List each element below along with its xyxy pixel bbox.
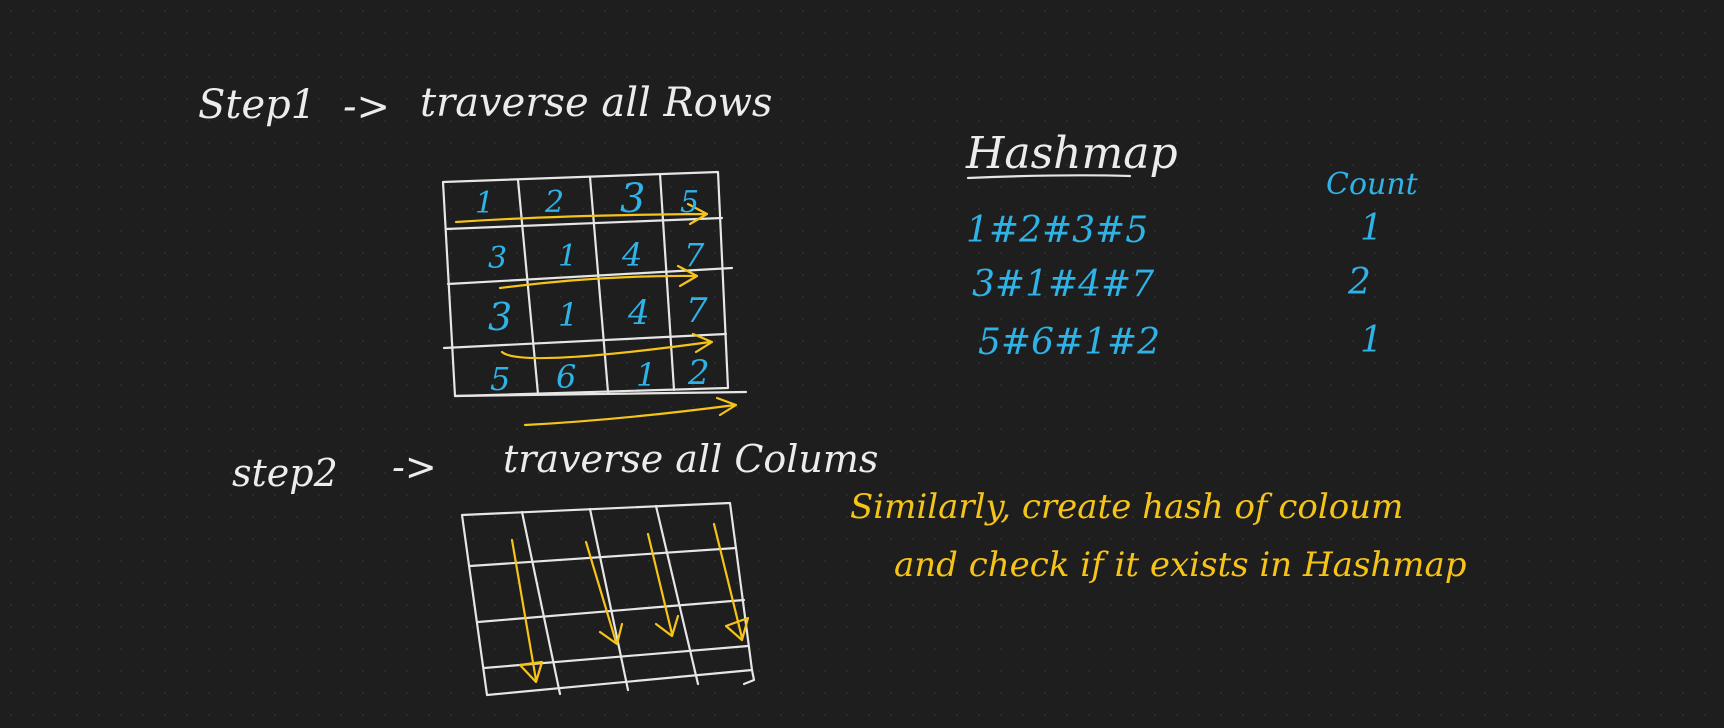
grid1-border — [441, 170, 730, 398]
grid2-corner-mark — [742, 668, 756, 686]
column-arrow-3 — [646, 532, 680, 638]
hashmap-count: 1 — [1360, 208, 1383, 249]
note-line-2: and check if it exists in Hashmap — [894, 545, 1467, 585]
step2-text: traverse all Colums — [503, 437, 878, 481]
matrix-cell: 3 — [620, 176, 645, 222]
column-arrow-4 — [712, 522, 750, 642]
matrix-cell: 5 — [490, 360, 510, 398]
matrix-cell: 7 — [686, 291, 708, 331]
hashmap-key: 3#1#4#7 — [972, 264, 1154, 305]
matrix-cell: 1 — [558, 296, 578, 334]
step1-text: traverse all Rows — [420, 80, 772, 126]
row-matrix-values: 1 2 3 5 3 1 4 7 3 1 4 7 5 6 1 2 — [475, 176, 710, 398]
matrix-cell: 1 — [558, 239, 577, 274]
grid1-vline-3 — [658, 172, 676, 392]
column-arrow-1 — [510, 538, 544, 684]
hashmap-count: 1 — [1360, 320, 1383, 361]
matrix-cell: 2 — [687, 353, 710, 393]
matrix-cell: 4 — [627, 293, 650, 333]
matrix-cell: 3 — [488, 241, 507, 276]
column-traversal-arrows — [510, 522, 750, 684]
matrix-cell: 1 — [475, 186, 494, 221]
grid1-hline-1 — [444, 216, 724, 231]
matrix-cell: 4 — [621, 236, 642, 274]
count-header: Count — [1326, 167, 1419, 202]
step1-arrow: -> — [343, 84, 390, 130]
step1-label: Step1 — [198, 82, 316, 128]
matrix-cell: 7 — [684, 236, 705, 274]
step2-label: step2 — [232, 451, 338, 495]
hashmap-title: Hashmap — [965, 128, 1178, 179]
grid1-vline-2 — [588, 175, 610, 394]
matrix-cell: 3 — [488, 295, 512, 339]
row-matrix-grid — [441, 170, 748, 398]
row-arrow-3 — [500, 332, 714, 360]
hashmap-count: 2 — [1347, 262, 1371, 303]
row-arrow-1 — [454, 202, 709, 226]
step2-arrow: -> — [392, 445, 437, 489]
hashmap-entries: 1#2#3#5 1 3#1#4#7 2 5#6#1#2 1 — [966, 208, 1383, 363]
row-arrow-2 — [498, 264, 699, 290]
grid2-vline-1 — [520, 510, 562, 696]
hashmap-title-underline — [966, 174, 1132, 180]
grid1-bottom-extend — [453, 390, 748, 398]
column-arrow-2 — [584, 540, 624, 646]
grid2-vline-3 — [654, 504, 700, 686]
grid2-vline-2 — [588, 507, 630, 692]
row-traversal-arrows — [454, 202, 738, 427]
grid1-vline-1 — [516, 178, 540, 396]
grid2-hline-1 — [468, 546, 738, 568]
grid1-hline-3 — [442, 332, 728, 350]
hashmap-key: 5#6#1#2 — [978, 322, 1160, 363]
hashmap-key: 1#2#3#5 — [966, 210, 1148, 251]
row-arrow-4 — [523, 396, 738, 427]
matrix-cell: 6 — [556, 358, 576, 396]
matrix-cell: 2 — [544, 185, 564, 220]
note-line-1: Similarly, create hash of coloum — [850, 487, 1403, 527]
column-matrix-grid — [460, 501, 756, 697]
matrix-cell: 5 — [680, 185, 699, 220]
matrix-cell: 1 — [636, 356, 656, 394]
